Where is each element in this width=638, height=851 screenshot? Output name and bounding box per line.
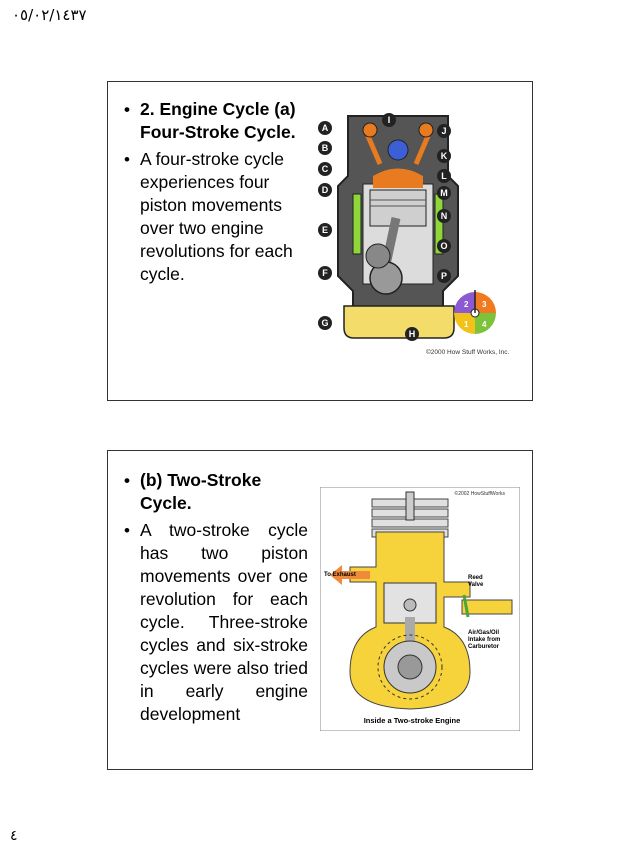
svg-text:E: E — [322, 225, 328, 235]
part-label-f: F — [318, 266, 332, 280]
part-label-e: E — [318, 223, 332, 237]
part-label-p: P — [437, 269, 451, 283]
page-number: ٤ — [10, 828, 18, 844]
part-label-g: G — [318, 316, 332, 330]
four-stroke-engine-figure: A B C D E F G H I J K L M N O P 2 — [318, 113, 510, 356]
svg-text:L: L — [441, 171, 447, 181]
part-label-m: M — [437, 186, 451, 200]
figure-caption: Inside a Two-stroke Engine — [364, 716, 461, 725]
stroke-dial: 2 3 1 4 — [454, 290, 496, 334]
part-label-j: J — [437, 124, 451, 138]
slide-two-stroke: (b) Two-Stroke Cycle. A two-stroke cycle… — [107, 450, 533, 770]
svg-text:P: P — [441, 271, 447, 281]
part-labels: A B C D E F G H I J K L M N O P — [318, 113, 451, 341]
cam-right — [418, 122, 434, 138]
part-label-k: K — [437, 149, 451, 163]
slide-four-stroke: 2. Engine Cycle (a) Four-Stroke Cycle. A… — [107, 81, 533, 401]
figure-credit: ©2000 How Stuff Works, Inc. — [426, 348, 510, 356]
oil-sump — [343, 305, 455, 339]
part-label-b: B — [318, 141, 332, 155]
part-label-h: H — [405, 327, 419, 341]
svg-text:I: I — [388, 115, 391, 125]
part-label-o: O — [437, 239, 451, 253]
svg-text:M: M — [440, 188, 448, 198]
figure-credit: ©2002 HowStuffWorks — [455, 490, 506, 497]
svg-text:H: H — [409, 329, 416, 339]
water-jacket-left — [352, 193, 362, 255]
svg-text:G: G — [321, 318, 328, 328]
reed-valve-label-1: Reed — [468, 575, 483, 581]
exhaust-arrow — [330, 565, 370, 585]
header-date: ٠٥/٠٢/١٤٣٧ — [12, 6, 87, 24]
svg-text:J: J — [441, 126, 446, 136]
svg-text:F: F — [322, 268, 328, 278]
bullet-text: A four-stroke cycle experiences four pis… — [120, 148, 310, 286]
bullet-text: A two-stroke cycle has two piston moveme… — [120, 519, 308, 726]
intake-label-2: Intake from — [468, 637, 500, 643]
svg-text:B: B — [322, 143, 329, 153]
exhaust-label: To Exhaust — [324, 572, 356, 578]
stroke-number-4: 4 — [482, 320, 487, 329]
valve-right — [413, 135, 431, 165]
spark-chamber — [387, 139, 409, 161]
svg-text:K: K — [441, 151, 448, 161]
part-label-l: L — [437, 169, 451, 183]
part-label-a: A — [318, 121, 332, 135]
svg-text:N: N — [441, 211, 448, 221]
cam-left — [362, 122, 378, 138]
svg-text:D: D — [322, 185, 329, 195]
bullet-heading: (b) Two-Stroke Cycle. — [120, 469, 308, 515]
intake-label-3: Carburetor — [468, 644, 500, 650]
part-label-i: I — [382, 113, 396, 127]
stroke-number-1: 1 — [464, 320, 469, 329]
two-stroke-engine-figure: ©2002 HowStuffWorks To Exhaust Reed Valv… — [320, 487, 520, 731]
part-label-c: C — [318, 162, 332, 176]
spark-plug — [405, 491, 415, 521]
stroke-number-3: 3 — [482, 300, 487, 309]
part-label-n: N — [437, 209, 451, 223]
svg-text:A: A — [322, 123, 329, 133]
reed-valve — [462, 594, 470, 618]
bullet-heading: 2. Engine Cycle (a) Four-Stroke Cycle. — [120, 98, 310, 144]
bullet-list: (b) Two-Stroke Cycle. A two-stroke cycle… — [120, 469, 308, 730]
intake-pipe — [461, 599, 513, 615]
svg-text:C: C — [322, 164, 329, 174]
bullet-list: 2. Engine Cycle (a) Four-Stroke Cycle. A… — [120, 98, 310, 290]
intake-label-1: Air/Gas/Oil — [468, 630, 499, 636]
valve-left — [365, 135, 383, 165]
combustion-chamber — [373, 168, 423, 188]
reed-valve-label-2: Valve — [468, 582, 484, 588]
svg-text:O: O — [440, 241, 447, 251]
stroke-number-2: 2 — [464, 300, 469, 309]
part-label-d: D — [318, 183, 332, 197]
